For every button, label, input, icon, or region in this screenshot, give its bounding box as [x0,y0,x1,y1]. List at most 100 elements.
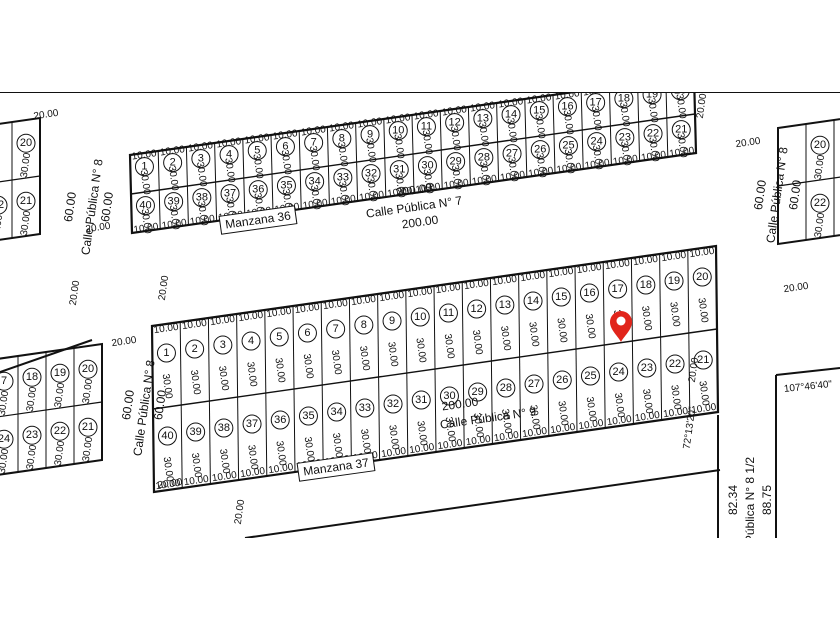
lot-number-circle [275,137,295,157]
block-width-mid: 60.00 [119,389,137,421]
lot-number: 9 [367,129,373,141]
lot-number-circle [445,113,465,133]
lot-frontage: 10.00 [322,298,349,312]
lot-frontage: 10.00 [328,120,355,134]
lot-divider [524,98,528,178]
lot-number-circle [0,429,14,449]
lot-number-circle [558,136,578,156]
lot-number-circle [637,358,657,378]
lot-frontage: 10.00 [437,438,464,452]
lot-number: 36 [274,414,286,426]
lot-number: 16 [561,101,573,113]
map-pin-icon[interactable] [610,311,632,342]
lot-number: 8 [361,319,367,331]
street-width-5: 20.00 [157,274,171,301]
lot-frontage: 10.00 [161,217,188,231]
lot-frontage: 10.00 [612,153,639,167]
lot-number-circle [242,414,262,434]
lot-frontage: 10.00 [471,173,498,187]
lot-frontage: 10.00 [556,161,583,175]
lot-number: 20 [696,271,708,283]
lot-number: 32 [387,398,399,410]
lot-depth: 30.00 [167,204,181,231]
lot-number: 1 [141,161,147,173]
lot-divider [236,313,240,481]
street-width-8: 20.00 [783,281,810,295]
